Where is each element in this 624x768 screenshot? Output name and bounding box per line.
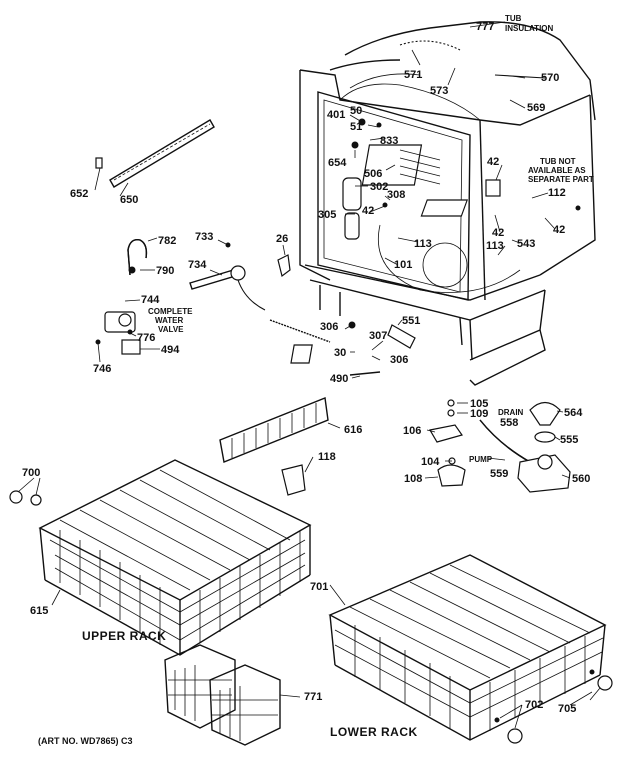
label-771: 771 [304, 691, 322, 703]
label-551: 551 [402, 315, 420, 327]
label-650: 650 [120, 194, 138, 206]
label-118: 118 [318, 451, 336, 463]
label-tub-note-3: SEPARATE PART [528, 175, 594, 184]
label-113b: 113 [486, 240, 504, 252]
caption-art-number: (ART NO. WD7865) C3 [38, 736, 133, 746]
label-51: 51 [350, 121, 362, 133]
label-746: 746 [93, 363, 111, 375]
label-42a: 42 [362, 205, 374, 217]
label-558: 558 [500, 417, 518, 429]
label-734: 734 [188, 259, 207, 271]
label-559: 559 [490, 468, 508, 480]
label-306b: 306 [390, 354, 408, 366]
label-654: 654 [328, 157, 347, 169]
label-616: 616 [344, 424, 362, 436]
label-308a: 308 [387, 189, 405, 201]
lower-rack-drawing [328, 554, 613, 744]
label-570: 570 [541, 72, 559, 84]
label-113a: 113 [414, 238, 432, 250]
label-790: 790 [156, 265, 174, 277]
label-490: 490 [330, 373, 348, 385]
label-701: 701 [310, 581, 328, 593]
label-109: 109 [470, 408, 488, 420]
label-833: 833 [380, 135, 398, 147]
label-valve-1: COMPLETE [148, 307, 193, 316]
label-valve-2: WATER [155, 316, 184, 325]
tub-assembly [299, 21, 596, 386]
label-555: 555 [560, 434, 578, 446]
label-valve-3: VALVE [158, 325, 184, 334]
label-307: 307 [369, 330, 387, 342]
label-401: 401 [327, 109, 345, 121]
label-543: 543 [517, 238, 535, 250]
label-tub-note-2: AVAILABLE AS [528, 166, 586, 175]
label-777: 777 [476, 21, 494, 33]
label-42c: 42 [553, 224, 565, 236]
label-305: 305 [318, 209, 336, 221]
label-42b: 42 [487, 156, 499, 168]
label-drain: DRAIN [498, 408, 524, 417]
caption-upper-rack: UPPER RACK [82, 629, 166, 643]
label-494: 494 [161, 344, 180, 356]
label-306a: 306 [320, 321, 338, 333]
label-50: 50 [350, 105, 362, 117]
part-labels: 777 TUB INSULATION 571 573 570 569 401 5… [22, 14, 594, 715]
label-101: 101 [394, 259, 412, 271]
label-615: 615 [30, 605, 48, 617]
label-564: 564 [564, 407, 583, 419]
caption-lower-rack: LOWER RACK [330, 725, 418, 739]
label-569: 569 [527, 102, 545, 114]
label-112: 112 [548, 187, 566, 199]
label-652: 652 [70, 188, 88, 200]
silverware-basket-drawing [164, 644, 281, 746]
label-42d: 42 [492, 227, 504, 239]
label-tub-note-1: TUB NOT [540, 157, 576, 166]
label-573: 573 [430, 85, 448, 97]
label-302: 302 [370, 181, 388, 193]
label-733: 733 [195, 231, 213, 243]
spray-arm-parts [95, 119, 331, 355]
label-26: 26 [276, 233, 288, 245]
label-105: 105 [470, 398, 488, 410]
label-700: 700 [22, 467, 40, 479]
label-30: 30 [334, 347, 346, 359]
label-tub-insulation-2: INSULATION [505, 24, 554, 33]
label-560: 560 [572, 473, 590, 485]
label-702: 702 [525, 699, 543, 711]
label-776: 776 [137, 332, 155, 344]
label-506: 506 [364, 168, 382, 180]
leader-lines [17, 21, 601, 729]
label-108: 108 [404, 473, 422, 485]
pump-parts [290, 324, 571, 493]
label-tub-insulation-1: TUB [505, 14, 522, 23]
upper-rack-drawing [9, 397, 329, 656]
label-744: 744 [141, 294, 160, 306]
label-104: 104 [421, 456, 440, 468]
label-106: 106 [403, 425, 421, 437]
label-pump: PUMP [469, 455, 493, 464]
label-571: 571 [404, 69, 422, 81]
label-782: 782 [158, 235, 176, 247]
label-705: 705 [558, 703, 576, 715]
